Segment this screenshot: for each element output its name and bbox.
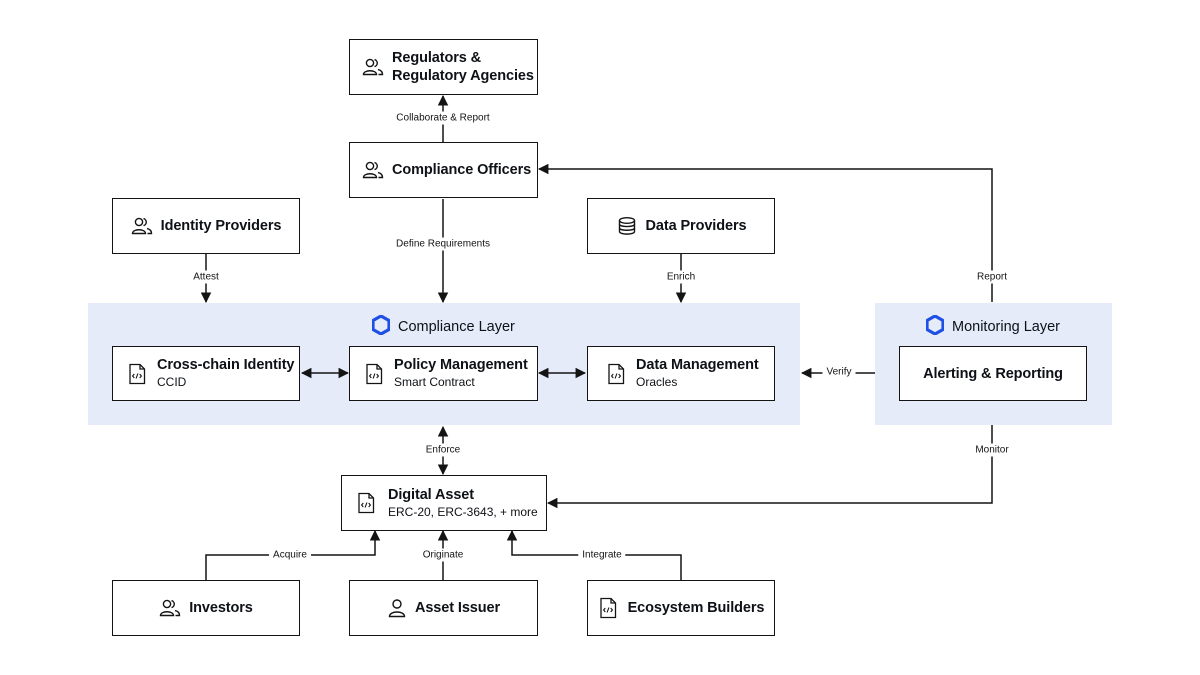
edge-monitor: [546, 425, 993, 509]
cross-chain-identity-title: Cross-chain Identity: [157, 357, 295, 373]
users-icon: [159, 598, 181, 618]
digital-asset-title: Digital Asset: [388, 486, 474, 503]
edge-label-enrich: Enrich: [662, 270, 700, 284]
digital-asset-node: Digital Asset ERC-20, ERC-3643, + more: [341, 475, 547, 531]
hexagon-icon: [925, 314, 945, 339]
edge-report: [537, 163, 993, 302]
data-providers-label: Data Providers: [645, 218, 747, 234]
cross-chain-identity-subtitle: CCID: [157, 375, 187, 389]
data-providers-node: Data Providers: [587, 198, 775, 254]
compliance-officers-node: Compliance Officers: [349, 142, 538, 198]
edge-label-attest: Attest: [189, 270, 223, 284]
users-icon: [362, 160, 384, 180]
policy-management-node: Policy Management Smart Contract: [349, 346, 538, 401]
ecosystem-builders-label: Ecosystem Builders: [627, 600, 765, 616]
edge-label-monitor: Monitor: [971, 443, 1013, 457]
identity-providers-label: Identity Providers: [160, 218, 282, 234]
compliance-layer-label: Compliance Layer: [398, 319, 515, 335]
users-icon: [362, 57, 384, 77]
alerting-reporting-label: Alerting & Reporting: [923, 365, 1063, 382]
edge-label-acquire: Acquire: [269, 548, 311, 562]
regulators-line2: Regulatory Agencies: [392, 68, 534, 84]
code-file-icon: [606, 363, 626, 385]
data-management-node: Data Management Oracles: [587, 346, 775, 401]
code-file-icon: [356, 492, 376, 514]
asset-issuer-node: Asset Issuer: [349, 580, 538, 636]
policy-management-title: Policy Management: [394, 357, 528, 373]
regulators-node: Regulators & Regulatory Agencies: [349, 39, 538, 95]
user-icon: [387, 598, 407, 618]
identity-providers-node: Identity Providers: [112, 198, 300, 254]
edge-label-verify: Verify: [822, 365, 856, 379]
alerting-reporting-node: Alerting & Reporting: [899, 346, 1087, 401]
code-file-icon: [598, 597, 618, 619]
monitoring-layer-title: Monitoring Layer: [925, 314, 1060, 339]
code-file-icon: [364, 363, 384, 385]
investors-node: Investors: [112, 580, 300, 636]
edge-label-originate: Originate: [418, 548, 468, 562]
regulators-line1: Regulators &: [392, 50, 482, 66]
users-icon: [131, 216, 153, 236]
compliance-layer-title: Compliance Layer: [371, 314, 515, 339]
code-file-icon: [127, 363, 147, 385]
database-icon: [616, 216, 638, 236]
ecosystem-builders-node: Ecosystem Builders: [587, 580, 775, 636]
digital-asset-subtitle: ERC-20, ERC-3643, + more: [388, 504, 538, 519]
edge-label-define-requirements: Define Requirements: [392, 237, 494, 251]
data-management-title: Data Management: [636, 357, 759, 373]
edge-label-enforce: Enforce: [421, 443, 465, 457]
policy-management-subtitle: Smart Contract: [394, 375, 475, 389]
edge-label-report: Report: [972, 270, 1012, 284]
edge-label-integrate: Integrate: [578, 548, 626, 562]
cross-chain-identity-node: Cross-chain Identity CCID: [112, 346, 300, 401]
monitoring-layer-label: Monitoring Layer: [952, 319, 1060, 335]
investors-label: Investors: [189, 600, 253, 616]
compliance-officers-label: Compliance Officers: [392, 162, 532, 178]
asset-issuer-label: Asset Issuer: [414, 600, 501, 616]
data-management-subtitle: Oracles: [636, 375, 678, 389]
hexagon-icon: [371, 314, 391, 339]
edge-label-collaborate-report: Collaborate & Report: [392, 111, 494, 125]
